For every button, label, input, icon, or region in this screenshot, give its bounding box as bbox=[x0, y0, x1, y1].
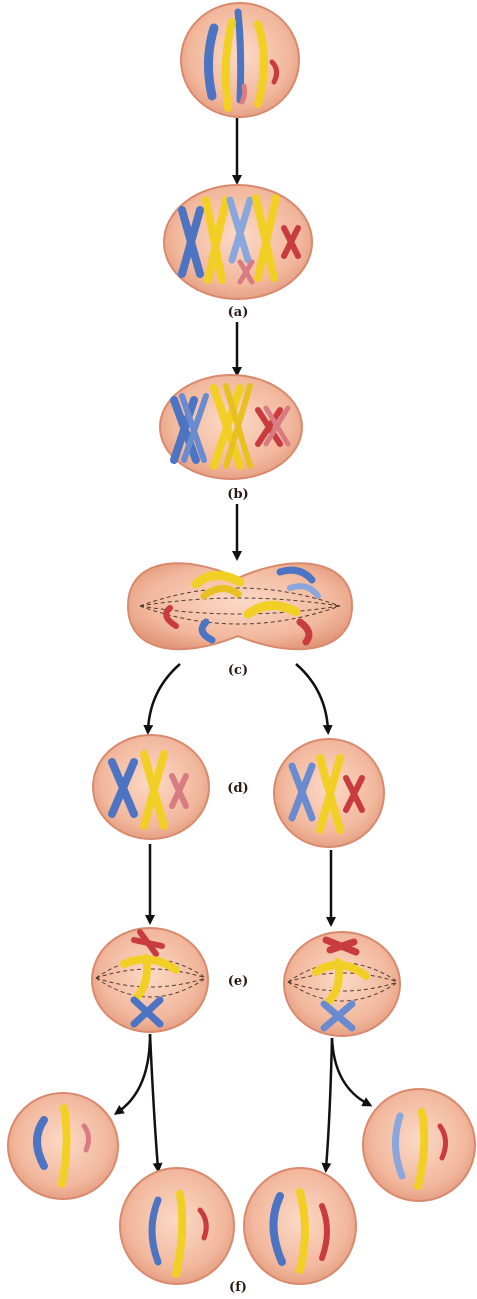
arrow-branch bbox=[332, 1038, 368, 1104]
cell-d-left bbox=[93, 735, 209, 839]
arrow-branch bbox=[150, 1034, 158, 1168]
cell-f-3 bbox=[244, 1168, 356, 1284]
cell-f-4 bbox=[363, 1089, 475, 1201]
label-f: (f) bbox=[229, 1280, 247, 1294]
cell-f-2 bbox=[120, 1168, 234, 1284]
label-e: (e) bbox=[228, 974, 249, 989]
cell-interphase bbox=[181, 3, 299, 117]
label-d: (d) bbox=[227, 781, 248, 796]
cell-d-right bbox=[274, 739, 384, 847]
arrow-left-branch bbox=[148, 664, 180, 730]
cell-a bbox=[164, 185, 312, 299]
chromosome-blue bbox=[238, 12, 241, 100]
label-c: (c) bbox=[228, 663, 248, 678]
cell-e-right bbox=[284, 932, 400, 1036]
chromosome-red bbox=[242, 86, 245, 102]
cell-f-1 bbox=[8, 1093, 118, 1199]
cell-b bbox=[160, 375, 302, 479]
label-a: (a) bbox=[228, 305, 249, 320]
cell-c-dividing bbox=[128, 563, 352, 649]
label-b: (b) bbox=[227, 487, 248, 502]
arrow-right-branch bbox=[296, 664, 328, 730]
cell-e-left bbox=[92, 928, 208, 1032]
arrow-branch bbox=[326, 1038, 332, 1168]
arrow-branch bbox=[118, 1034, 150, 1112]
